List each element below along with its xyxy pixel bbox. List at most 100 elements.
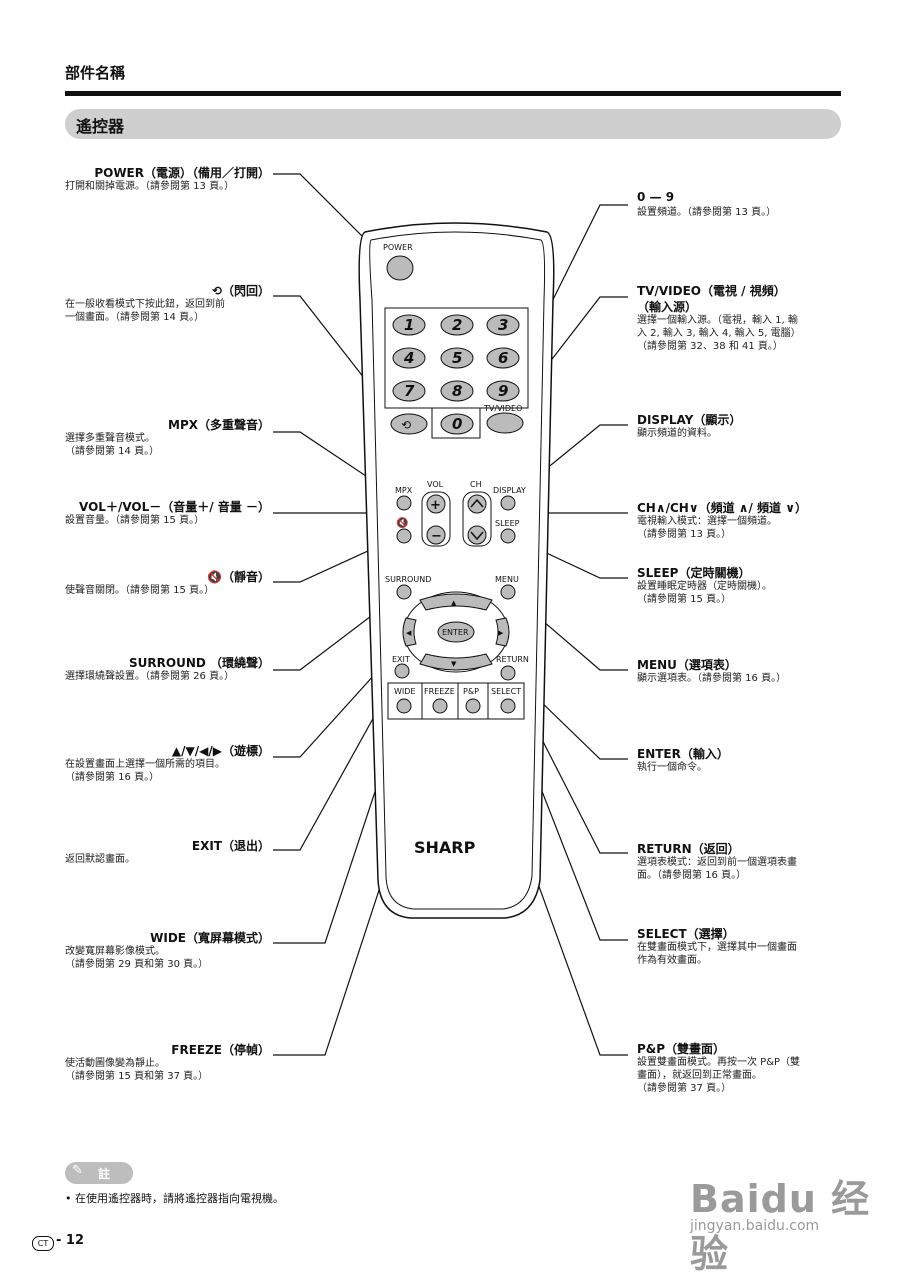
right-callout-title: TV/VIDEO（電視 / 視頻） [637, 284, 786, 298]
tvvideo-button [486, 412, 524, 434]
left-callout-desc: 選擇多重聲音模式。 [65, 433, 155, 444]
right-callout-desc: 設置頻道。（請參閱第 13 頁。） [637, 207, 777, 218]
right-callout-title: RETURN（返回） [637, 842, 740, 856]
left-callout-desc: 使活動圖像變為靜止。 [65, 1058, 165, 1069]
note-label: 註 [98, 1167, 111, 1181]
sleep-label: SLEEP [495, 519, 520, 528]
digit-4-label: 4 [403, 349, 414, 367]
right-callout-title: P&P（雙畫面） [637, 1042, 726, 1056]
left-callout-title: MPX（多重聲音） [168, 418, 270, 432]
right-callout-desc: 選項表模式：返回到前一個選項表畫 [637, 857, 797, 868]
right-callout-desc: 顯示選項表。（請參閱第 16 頁。） [637, 673, 787, 684]
note-badge [65, 1162, 133, 1184]
svg-text:▼: ▼ [451, 660, 457, 668]
enter-label: ENTER [442, 628, 469, 637]
digit-9-button [486, 380, 520, 402]
wide-label: WIDE [394, 687, 415, 696]
left-callout-title: SURROUND （環繞聲） [129, 656, 270, 670]
right-callout-desc: （請參閱第 13 頁。） [637, 529, 732, 540]
mute-button [396, 528, 412, 544]
pp-label: P&P [463, 687, 479, 696]
mpx-button [396, 495, 412, 511]
right-callout-desc: 執行一個命令。 [637, 762, 707, 773]
right-callout-desc: 電視輸入模式：選擇一個頻道。 [637, 516, 777, 527]
right-callout-desc: 入 2, 輸入 3, 輸入 4, 輸入 5, 電腦） [637, 328, 801, 339]
digit-0-label: 0 [452, 415, 462, 433]
watermark-logo: Baidu 经验 [690, 1177, 871, 1276]
digit-8-label: 8 [452, 382, 462, 400]
digit-6-label: 6 [498, 349, 508, 367]
watermark-url: jingyan.baidu.com [690, 1218, 820, 1234]
freeze-button [432, 698, 448, 714]
digit-2-button [440, 314, 474, 336]
left-callout-title: 🔇（靜音） [207, 570, 270, 584]
return-button [500, 665, 516, 681]
left-callout-desc: 使聲音關閉。（請參閱第 15 頁。） [65, 585, 215, 596]
exit-label: EXIT [392, 655, 410, 664]
digit-6-button [486, 347, 520, 369]
ch-label: CH [470, 480, 482, 489]
left-callout-desc: 一個畫面。（請參閱第 14 頁。） [65, 312, 205, 323]
right-callout-desc: （請參閱第 15 頁。） [637, 594, 732, 605]
enter-button [437, 621, 475, 643]
right-callout-desc: 在雙畫面模式下，選擇其中一個畫面 [637, 942, 797, 953]
left-callout-title: FREEZE（停幀） [171, 1043, 270, 1057]
left-callout-desc: 選擇環繞聲設置。（請參閱第 26 頁。） [65, 671, 235, 682]
note-text: • 在使用遙控器時，請將遙控器指向電視機。 [65, 1192, 284, 1205]
right-callout-desc: 作為有效畫面。 [637, 955, 707, 966]
right-callout-desc: （請參閱第 37 頁。） [637, 1083, 732, 1094]
menu-label: MENU [495, 575, 519, 584]
right-callout-title: DISPLAY（顯示） [637, 413, 742, 427]
exit-button [394, 663, 410, 679]
freeze-label: FREEZE [424, 687, 455, 696]
digit-8-button [440, 380, 474, 402]
power-button [386, 255, 414, 281]
brand-logo: SHARP [414, 838, 476, 857]
right-callout-title: CH∧/CH∨（頻道 ∧/ 頻道 ∨） [637, 501, 807, 515]
wide-button [396, 698, 412, 714]
mpx-label: MPX [395, 486, 413, 495]
header-rule [65, 91, 841, 96]
svg-text:◀: ◀ [406, 629, 412, 637]
right-callout-desc: 畫面），就返回到正常畫面。 [637, 1070, 762, 1081]
svg-text:▲: ▲ [451, 599, 457, 607]
tvvideo-label: TV/VIDEO [483, 404, 522, 413]
right-callout-desc: （請參閱第 32、38 和 41 頁。） [637, 341, 783, 352]
right-callout-title2: （輸入源） [637, 300, 698, 314]
digit-3-button [486, 314, 520, 336]
display-label: DISPLAY [493, 486, 526, 495]
right-callout-title: SELECT（選擇） [637, 927, 735, 941]
digit-9-label: 9 [498, 382, 508, 400]
right-callout-desc: 設置雙畫面模式。再按一次 P&P（雙 [637, 1057, 801, 1068]
digit-1-button [392, 314, 426, 336]
digit-5-label: 5 [452, 349, 462, 367]
left-callout-desc: 在一般收看模式下按此鈕，返回到前 [65, 299, 225, 310]
page-number: - 12 [56, 1233, 85, 1248]
left-callout-desc: （請參閱第 14 頁。） [65, 446, 160, 457]
vol-label: VOL [427, 480, 444, 489]
left-callout-desc: 改變寬屏幕影像模式。 [65, 946, 165, 957]
right-callout-title: 0 — 9 [637, 190, 675, 204]
digit-2-label: 2 [452, 316, 462, 334]
pp-button [465, 698, 481, 714]
note-pencil-icon: ✎ [72, 1163, 83, 1178]
sleep-button [500, 528, 516, 544]
surround-button [396, 584, 412, 600]
section-title: 部件名稱 [65, 64, 126, 82]
right-callout-title: ENTER（輸入） [637, 747, 729, 761]
left-callout-title: ▲/▼/◀/▶（遊標） [171, 744, 270, 758]
svg-text:+: + [430, 498, 441, 513]
return-label: RETURN [496, 655, 529, 664]
svg-text:▶: ▶ [498, 629, 504, 637]
left-callout-title: VOL＋/VOL－（音量＋/ 音量 －） [79, 500, 270, 514]
select-button [500, 698, 516, 714]
select-label: SELECT [491, 687, 521, 696]
left-callout-desc: 打開和關掉電源。（請參閱第 13 頁。） [65, 181, 235, 192]
digit-7-label: 7 [404, 382, 415, 400]
right-callout-desc: 選擇一個輸入源。（電視，輸入 1, 輸 [637, 315, 798, 326]
digit-0-button [440, 413, 474, 435]
left-callout-desc: 返回默認畫面。 [65, 854, 135, 865]
left-callout-desc: （請參閱第 15 頁和第 37 頁。） [65, 1071, 209, 1082]
left-callout-desc: （請參閱第 16 頁。） [65, 772, 160, 783]
